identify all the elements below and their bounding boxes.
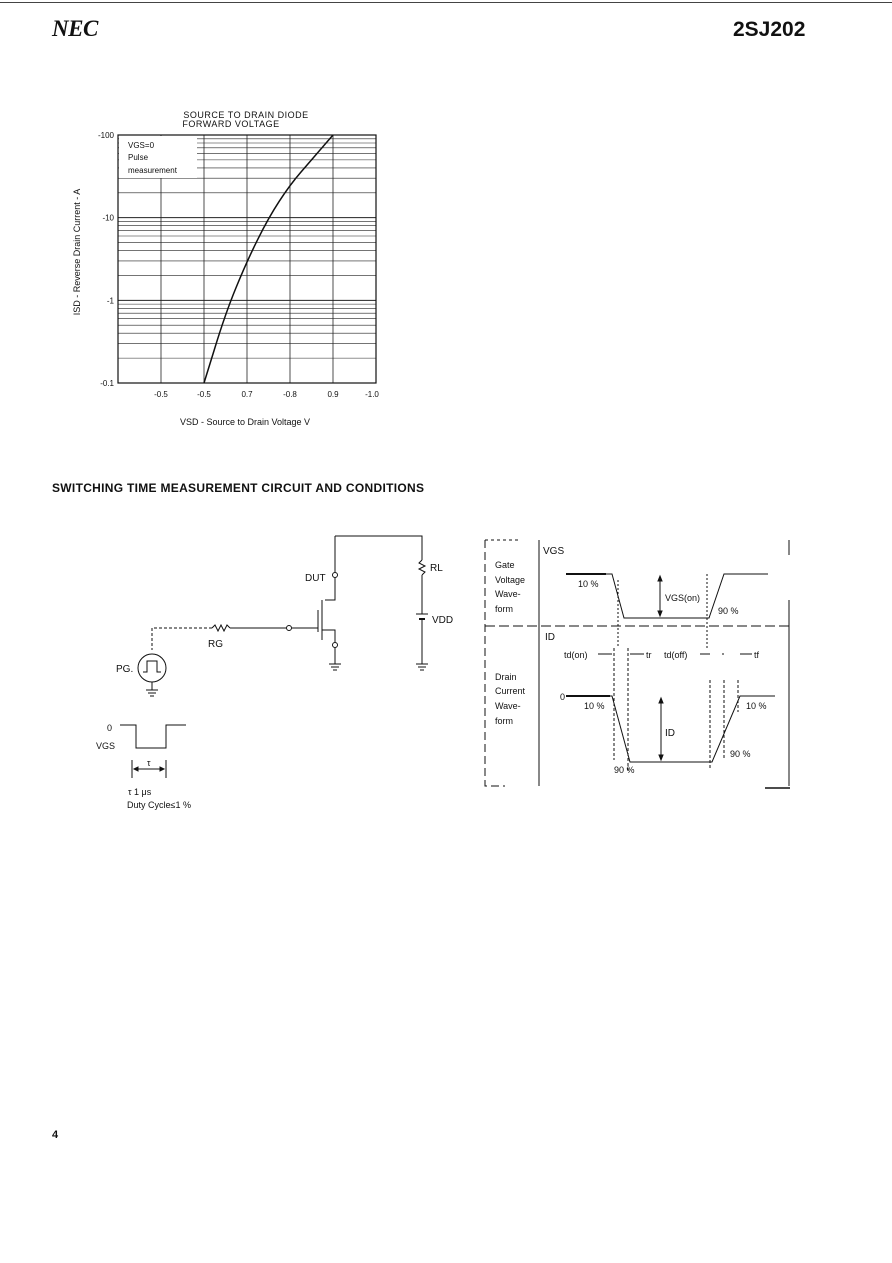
annotation-line2: Pulse — [128, 153, 149, 162]
y-tick-label: -1 — [107, 296, 115, 305]
y-tick-label: -100 — [98, 131, 115, 140]
part-number: 2SJ202 — [733, 18, 806, 41]
chart-title-line2: FORWARD VOLTAGE — [182, 119, 279, 129]
gate-label-2: Voltage — [495, 575, 525, 585]
x-tick-label: -0.5 — [154, 390, 168, 399]
drain-90-percent-left: 90 % — [614, 765, 635, 775]
tf-label: tf — [754, 650, 760, 660]
x-tick-label: -0.8 — [283, 390, 297, 399]
chart-x-axis-label: VSD - Source to Drain Voltage V — [180, 417, 310, 427]
page-number: 4 — [52, 1129, 59, 1141]
y-tick-label: -0.1 — [100, 379, 114, 388]
id-zero-label: 0 — [560, 692, 565, 702]
vgs-on-label: VGS(on) — [665, 593, 700, 603]
x-tick-label: 0.7 — [241, 390, 253, 399]
td-on-label: td(on) — [564, 650, 588, 660]
chart-grid — [118, 135, 376, 383]
x-tick-label: -0.5 — [197, 390, 211, 399]
forward-voltage-chart: SOURCE TO DRAIN DIODE FORWARD VOLTAGE VG… — [72, 110, 379, 427]
id-axis-label: ID — [545, 632, 555, 643]
brand-logo: NEC — [52, 16, 98, 41]
drain-label-1: Drain — [495, 672, 517, 682]
td-off-label: td(off) — [664, 650, 687, 660]
gate-10-percent: 10 % — [578, 579, 599, 589]
drain-label-4: form — [495, 716, 513, 726]
vgs-axis-label: VGS — [543, 546, 564, 557]
annotation-line3: measurement — [128, 166, 178, 175]
forward-voltage-curve — [203, 134, 334, 384]
chart-y-axis-label: ISD - Reverse Drain Current - A — [72, 189, 82, 316]
drain-10-percent-right: 10 % — [746, 701, 767, 711]
annotation-line1: VGS=0 — [128, 141, 155, 150]
y-tick-label: -10 — [102, 214, 114, 223]
chart-frame — [117, 134, 377, 384]
top-rule — [0, 2, 892, 3]
gate-90-percent: 90 % — [718, 606, 739, 616]
x-tick-label: 0.9 — [327, 390, 339, 399]
tr-label: tr — [646, 650, 652, 660]
gate-label-4: form — [495, 604, 513, 614]
chart-title-line1: SOURCE TO DRAIN DIODE — [183, 110, 308, 120]
section-title: SWITCHING TIME MEASUREMENT CIRCUIT AND C… — [52, 481, 425, 495]
y-tick-labels: -100 -10 -1 -0.1 — [98, 131, 115, 388]
x-tick-label: -1.0 — [365, 390, 379, 399]
drain-10-percent-left: 10 % — [584, 701, 605, 711]
drain-label-3: Wave- — [495, 701, 521, 711]
drain-label-2: Current — [495, 686, 526, 696]
annotation-box — [119, 136, 197, 178]
x-tick-labels: -0.5 -0.5 0.7 -0.8 0.9 -1.0 — [154, 390, 379, 399]
gate-label-3: Wave- — [495, 589, 521, 599]
id-magnitude-label: ID — [665, 728, 675, 739]
gate-label-1: Gate — [495, 560, 515, 570]
drain-90-percent-right: 90 % — [730, 749, 751, 759]
